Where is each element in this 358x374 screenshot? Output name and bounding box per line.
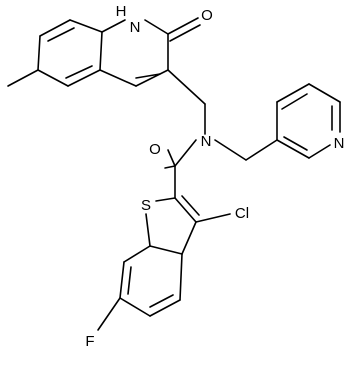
nitrogen-amide-label: N — [201, 133, 212, 150]
methylene-bond-1 — [167, 69, 206, 105]
amide-group — [164, 139, 197, 199]
fluorine-label: F — [85, 333, 94, 350]
chlorine-label: Cl — [235, 205, 249, 222]
sulfur-label: S — [141, 197, 151, 214]
nitrogen-quinolinone-label: N — [130, 19, 141, 36]
hydrogen-label: H — [116, 3, 127, 20]
pyridylmethyl-group — [214, 83, 341, 161]
oxygen-amide-label: O — [149, 141, 161, 158]
benzothiophene-ring — [97, 195, 231, 331]
quinolinone-ring — [7, 17, 201, 87]
nitrogen-pyridine-label: N — [334, 135, 345, 152]
oxygen-ketone-label: O — [201, 7, 213, 24]
